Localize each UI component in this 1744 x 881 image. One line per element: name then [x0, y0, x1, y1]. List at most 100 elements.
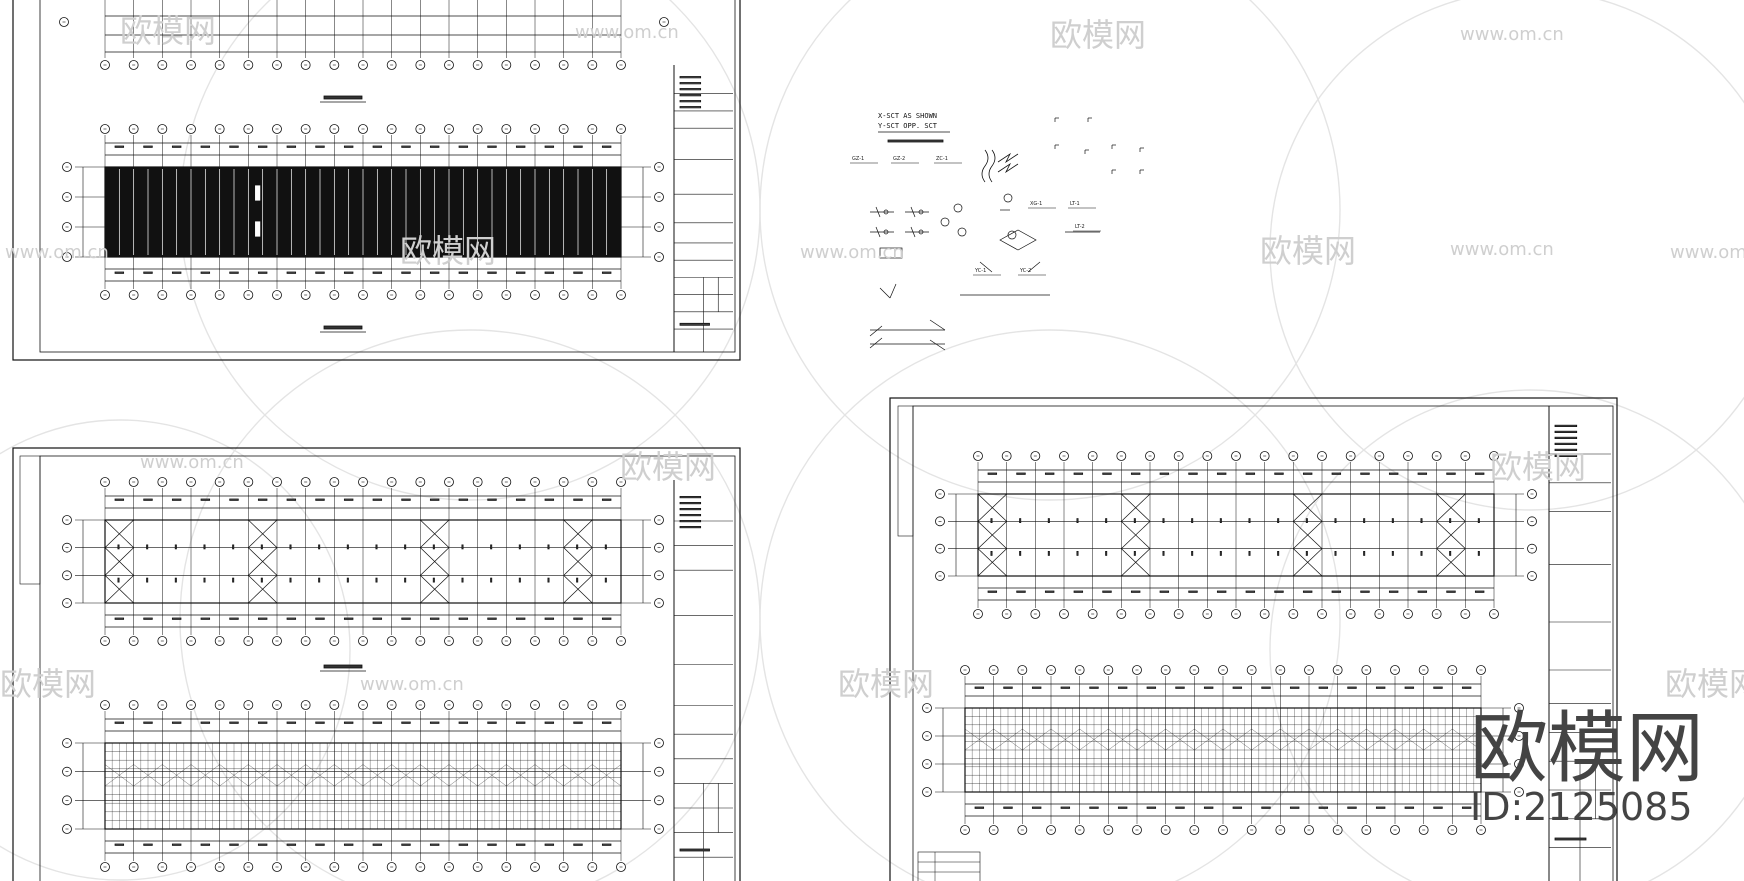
title-block-text: [679, 94, 702, 97]
member-tag: [1363, 518, 1366, 523]
dimension-text: [544, 271, 555, 274]
dimension-text: [429, 721, 440, 724]
watermark-logo-text: 欧模网: [120, 12, 216, 50]
dimension-text: [1216, 590, 1227, 593]
dimension-text: [171, 617, 182, 620]
dimension-text: [343, 498, 354, 501]
member-tag: [1105, 551, 1108, 556]
cross-brace: [977, 521, 1007, 549]
cross-brace: [1121, 521, 1151, 549]
plan-title: [323, 95, 363, 100]
dimension-text: [171, 721, 182, 724]
dimension-text: [1388, 590, 1399, 593]
title-block-text: [679, 76, 702, 79]
tie-brace: [1280, 728, 1310, 751]
dimension-text: [1060, 806, 1071, 809]
legend-note: [887, 139, 944, 143]
member-tag: [1363, 551, 1366, 556]
plan-outline: [104, 519, 622, 604]
dimension-text: [601, 271, 612, 274]
member-tag: [203, 577, 206, 583]
tie-brace: [1050, 728, 1080, 751]
weld-symbol: [875, 206, 881, 218]
cross-brace: [1293, 521, 1323, 549]
member-tag: [1391, 551, 1394, 556]
watermark-site-text: www.om.cn: [575, 22, 679, 43]
title-block-text: [679, 501, 702, 505]
dimension-text: [257, 617, 268, 620]
dimension-text: [1261, 686, 1271, 689]
dimension-text: [257, 271, 268, 274]
sheet-binding-strip: [897, 405, 914, 537]
dimension-text: [257, 498, 268, 501]
legend-mark: [869, 319, 946, 351]
member-tag: [260, 577, 263, 583]
member-tag: [346, 577, 349, 583]
dimension-text: [1102, 590, 1112, 593]
cross-brace: [563, 547, 593, 576]
brand-name: 欧模网: [1470, 704, 1704, 794]
member-tag: [576, 577, 579, 583]
dimension-text: [1388, 472, 1399, 475]
member-tag: [990, 518, 993, 523]
tie-brace: [1423, 728, 1453, 751]
dimension-text: [200, 271, 211, 274]
tie-brace: [391, 764, 421, 787]
dimension-text: [1404, 686, 1415, 689]
member-tag: [1391, 518, 1394, 523]
dimension-text: [114, 271, 125, 274]
dimension-text: [1417, 472, 1428, 475]
dimension-text: [143, 498, 153, 501]
member-tag: [289, 577, 292, 583]
tie-brace: [448, 764, 478, 787]
dimension-text: [1446, 472, 1456, 475]
dimension-text: [573, 145, 583, 148]
dimension-text: [1159, 590, 1170, 593]
tie-brace: [362, 764, 392, 787]
member-tag: [1047, 551, 1050, 556]
tie-brace: [190, 764, 220, 787]
legend-symbol-label: YC-2: [1019, 268, 1031, 274]
sheet-border-outer: [12, 447, 741, 881]
tie-brace: [964, 728, 994, 751]
watermark-logo-text: 欧模网: [1260, 232, 1356, 270]
member-tag: [1191, 551, 1194, 556]
dimension-text: [200, 617, 211, 620]
cross-brace: [1293, 548, 1323, 577]
sheet-bottom-left: [12, 447, 741, 881]
member-tag: [375, 577, 378, 583]
dimension-text: [315, 145, 325, 148]
dimension-text: [315, 498, 325, 501]
dimension-text: [1003, 806, 1013, 809]
tie-brace: [334, 764, 364, 787]
dimension-text: [1360, 472, 1370, 475]
dimension-text: [1375, 686, 1386, 689]
tie-brace: [420, 764, 450, 787]
member-tag: [461, 577, 464, 583]
dimension-text: [1474, 590, 1485, 593]
watermark-logo-text: 欧模网: [400, 232, 496, 270]
dimension-text: [171, 843, 182, 846]
title-block-name: [679, 848, 710, 852]
dimension-text: [1461, 806, 1472, 809]
title-block-text: [679, 106, 702, 109]
dimension-text: [1446, 590, 1456, 593]
dimension-text: [1302, 472, 1313, 475]
tie-brace: [592, 764, 622, 787]
cross-brace: [563, 575, 593, 604]
weld-symbol: [910, 206, 916, 218]
title-block-text: [1554, 442, 1578, 446]
dimension-text: [544, 721, 555, 724]
member-tag: [318, 577, 321, 583]
cross-brace: [977, 548, 1007, 577]
dimension-text: [1331, 590, 1342, 593]
title-block-text: [679, 82, 702, 85]
tie-brace: [162, 764, 192, 787]
dimension-text: [343, 271, 354, 274]
dimension-text: [1044, 590, 1055, 593]
dimension-text: [1289, 806, 1300, 809]
dimension-text: [372, 617, 383, 620]
title-block-text: [679, 520, 702, 523]
legend-symbol-label: YC-1: [974, 268, 986, 274]
